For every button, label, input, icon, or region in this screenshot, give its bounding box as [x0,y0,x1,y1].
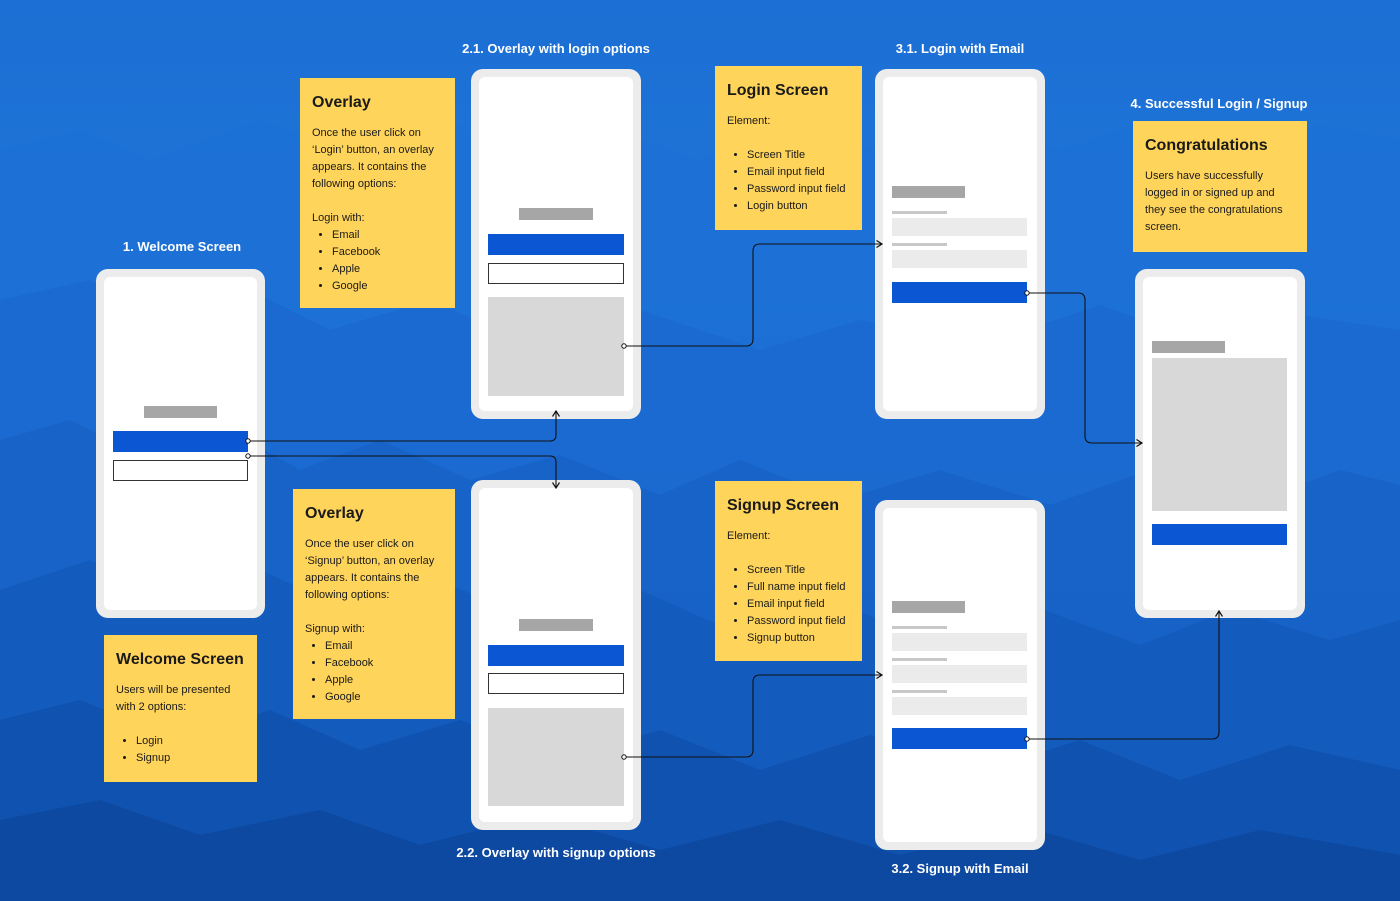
list-item: Facebook [332,244,443,261]
login-email-label-placeholder [892,211,947,214]
note-overlay-signup-title: Overlay [305,505,364,522]
signup-email-input[interactable] [892,665,1027,683]
note-overlay-signup-body: Once the user click on ‘Signup’ button, … [305,538,435,601]
login-password-label-placeholder [892,243,947,246]
overlay-signup-title-placeholder [519,619,593,631]
list-item: Google [325,689,443,706]
signup-title-placeholder [892,601,965,613]
list-item: Email [325,638,443,655]
note-login-screen-list: Screen Title Email input field Password … [727,147,850,215]
label-overlay-signup: 2.2. Overlay with signup options [456,845,656,860]
overlay-signup-options-panel[interactable] [488,708,624,806]
note-overlay-login-list-intro: Login with: [312,212,365,224]
list-item: Signup button [747,630,850,647]
list-item: Screen Title [747,147,850,164]
note-signup-screen-title: Signup Screen [727,497,840,514]
signup-submit-button[interactable] [892,728,1027,749]
login-email-input[interactable] [892,218,1027,236]
note-overlay-signup-list-intro: Signup with: [305,623,365,635]
label-success: 4. Successful Login / Signup [1130,96,1308,111]
list-item: Password input field [747,613,850,630]
list-item: Login [136,733,245,750]
success-title-placeholder [1152,341,1225,353]
note-login-screen: Login Screen Element: Screen Title Email… [715,66,862,230]
label-signup-email: 3.2. Signup with Email [891,861,1029,876]
note-congratulations-title: Congratulations [1145,137,1268,154]
success-illustration-placeholder [1152,358,1287,511]
note-login-screen-title: Login Screen [727,82,829,99]
label-login-email: 3.1. Login with Email [895,41,1025,56]
welcome-login-button[interactable] [113,431,248,452]
signup-password-input[interactable] [892,697,1027,715]
list-item: Facebook [325,655,443,672]
overlay-login-secondary-button[interactable] [488,263,624,284]
list-item: Email [332,227,443,244]
list-item: Email input field [747,164,850,181]
note-overlay-login: Overlay Once the user click on ‘Login’ b… [300,78,455,308]
login-submit-button[interactable] [892,282,1027,303]
label-welcome-screen: 1. Welcome Screen [122,239,242,254]
note-overlay-signup-list: Email Facebook Apple Google [305,638,443,706]
label-overlay-login: 2.1. Overlay with login options [462,41,650,56]
signup-password-label-placeholder [892,690,947,693]
success-continue-button[interactable] [1152,524,1287,545]
note-overlay-login-title: Overlay [312,94,371,111]
signup-email-label-placeholder [892,658,947,661]
list-item: Full name input field [747,579,850,596]
note-login-screen-list-intro: Element: [727,115,771,127]
login-email-phone [875,69,1045,419]
note-overlay-signup: Overlay Once the user click on ‘Signup’ … [293,489,455,719]
list-item: Login button [747,198,850,215]
note-congratulations: Congratulations Users have successfully … [1133,121,1307,252]
list-item: Apple [332,261,443,278]
list-item: Apple [325,672,443,689]
login-password-input[interactable] [892,250,1027,268]
login-title-placeholder [892,186,965,198]
list-item: Email input field [747,596,850,613]
overlay-login-title-placeholder [519,208,593,220]
note-welcome-screen-list: Login Signup [116,733,245,767]
welcome-signup-button[interactable] [113,460,248,481]
overlay-login-primary-button[interactable] [488,234,624,255]
list-item: Screen Title [747,562,850,579]
note-overlay-login-list: Email Facebook Apple Google [312,227,443,295]
overlay-login-options-panel[interactable] [488,297,624,396]
note-welcome-screen-title: Welcome Screen [116,651,244,668]
signup-fullname-label-placeholder [892,626,947,629]
signup-fullname-input[interactable] [892,633,1027,651]
welcome-title-placeholder [144,406,217,418]
note-signup-screen-list: Screen Title Full name input field Email… [727,562,850,647]
overlay-signup-primary-button[interactable] [488,645,624,666]
overlay-signup-secondary-button[interactable] [488,673,624,694]
note-signup-screen: Signup Screen Element: Screen Title Full… [715,481,862,661]
note-overlay-login-body: Once the user click on ‘Login’ button, a… [312,127,434,190]
note-welcome-screen: Welcome Screen Users will be presented w… [104,635,257,782]
list-item: Google [332,278,443,295]
list-item: Signup [136,750,245,767]
note-signup-screen-list-intro: Element: [727,530,771,542]
note-congratulations-body: Users have successfully logged in or sig… [1145,170,1283,233]
note-welcome-screen-body: Users will be presented with 2 options: [116,684,231,713]
list-item: Password input field [747,181,850,198]
